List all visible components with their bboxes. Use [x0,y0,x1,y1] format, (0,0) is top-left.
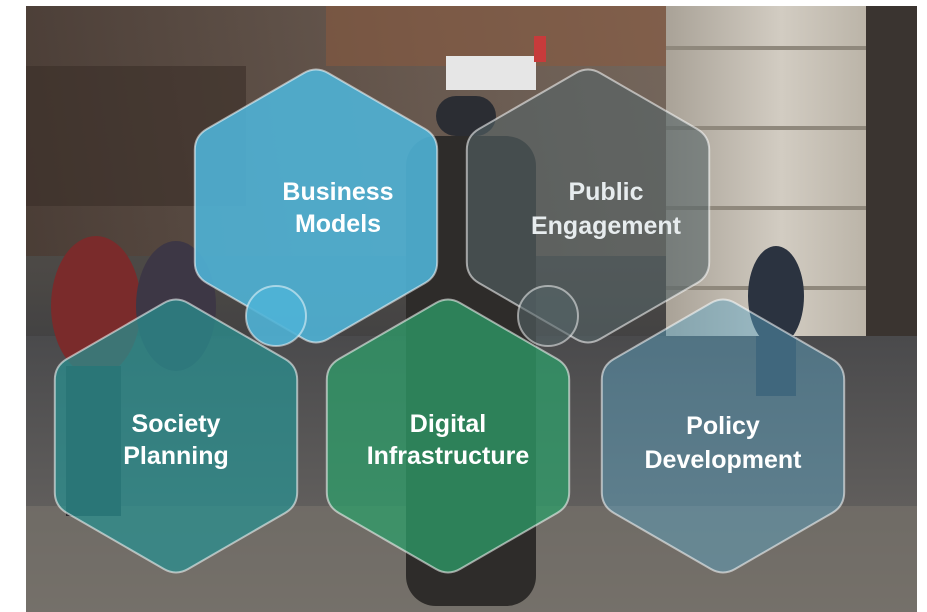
label-society-planning-line2: Planning [123,442,229,470]
hexagon-digital-infrastructure [325,298,571,574]
hexagon-society-planning [53,298,299,574]
label-business-models-line1: Business [282,178,393,206]
label-digital-infrastructure-line1: Digital [410,410,486,438]
label-society-planning-line1: Society [132,410,221,438]
piece-policy-development [600,298,846,574]
knob-business-models [245,285,307,347]
knob-public-engagement [517,285,579,347]
label-policy-development-line2: Development [645,446,803,474]
piece-business-models [193,68,439,347]
hexagon-policy-development [600,298,846,574]
piece-public-engagement [465,68,711,347]
label-policy-development-line1: Policy [686,412,760,440]
hexagon-public-engagement [465,68,711,344]
piece-digital-infrastructure [325,298,571,574]
label-business-models-line2: Models [295,210,381,238]
label-public-engagement-line1: Public [568,178,643,206]
piece-society-planning [53,298,299,574]
label-public-engagement-line2: Engagement [531,212,682,240]
hexagon-business-models [193,68,439,344]
puzzle-pieces [53,68,846,574]
label-digital-infrastructure-line2: Infrastructure [367,442,530,470]
